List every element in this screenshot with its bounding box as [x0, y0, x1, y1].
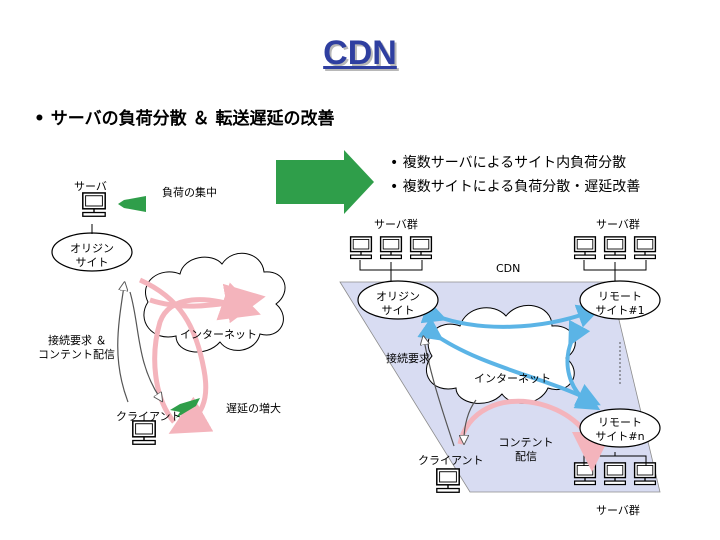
right-internet-label: インターネット — [474, 372, 551, 385]
green-arrow-delay — [170, 398, 200, 418]
server-group-right — [573, 236, 657, 286]
main-bullet: • サーバの負荷分散 ＆ 転送遅延の改善 — [34, 109, 335, 129]
left-server-pc — [82, 192, 106, 218]
left-gray-arrow-2 — [129, 291, 160, 398]
remote-site-n-label-1: リモート — [598, 416, 642, 429]
blue-arrow-remote1-remoten — [565, 319, 601, 411]
content-delivery-label-2: 配信 — [515, 450, 537, 463]
cdn-label: CDN — [496, 262, 521, 275]
transition-arrow — [276, 150, 374, 214]
content-delivery-label-1: コンテント — [498, 436, 554, 449]
connection-request-label: 接続要求 — [386, 352, 430, 365]
left-client-label: クライアント — [116, 410, 182, 423]
right-origin-label-2: サイト — [381, 304, 415, 317]
right-gray-arrow-request — [424, 340, 455, 447]
right-gray-arrow-return — [464, 399, 477, 440]
left-origin-label-1: オリジン — [70, 242, 114, 255]
server-group-right-label: サーバ群 — [596, 218, 640, 231]
server-group-left — [349, 236, 433, 286]
right-origin-label-1: オリジン — [376, 290, 420, 303]
right-origin-site — [357, 280, 439, 320]
right-client-label: クライアント — [418, 454, 484, 467]
left-request-label-1: 接続要求 ＆ — [48, 334, 107, 347]
left-pink-arrow-1 — [138, 277, 214, 434]
server-group-left-label: サーバ群 — [374, 218, 418, 231]
right-bullet-2: • 複数サイトによる負荷分散・遅延改善 — [390, 179, 641, 195]
remote-site-1-label-2: サイト#1 — [595, 304, 645, 317]
left-client-pc — [132, 420, 156, 446]
right-bullet-1: • 複数サーバによるサイト内負荷分散 — [390, 155, 627, 171]
remote-site-n — [579, 408, 661, 448]
left-pink-arrow-3 — [149, 283, 266, 324]
green-arrow-load — [118, 196, 146, 212]
left-server-label: サーバ — [74, 180, 107, 193]
left-origin-label-2: サイト — [75, 256, 109, 269]
slide-title: CDN — [323, 34, 397, 72]
load-concentration-label: 負荷の集中 — [162, 186, 217, 199]
left-internet-label: インターネット — [180, 328, 257, 341]
left-gray-arrow-1 — [117, 286, 128, 403]
right-client-pc — [436, 468, 460, 494]
left-request-label-2: コンテント配信 — [38, 348, 115, 361]
remote-site-n-label-2: サイト#n — [595, 430, 645, 443]
delay-increase-label: 遅延の増大 — [226, 402, 281, 415]
remote-site-1 — [579, 280, 661, 320]
server-group-bottom-label: サーバ群 — [596, 504, 640, 517]
remote-site-1-label-1: リモート — [598, 290, 642, 303]
